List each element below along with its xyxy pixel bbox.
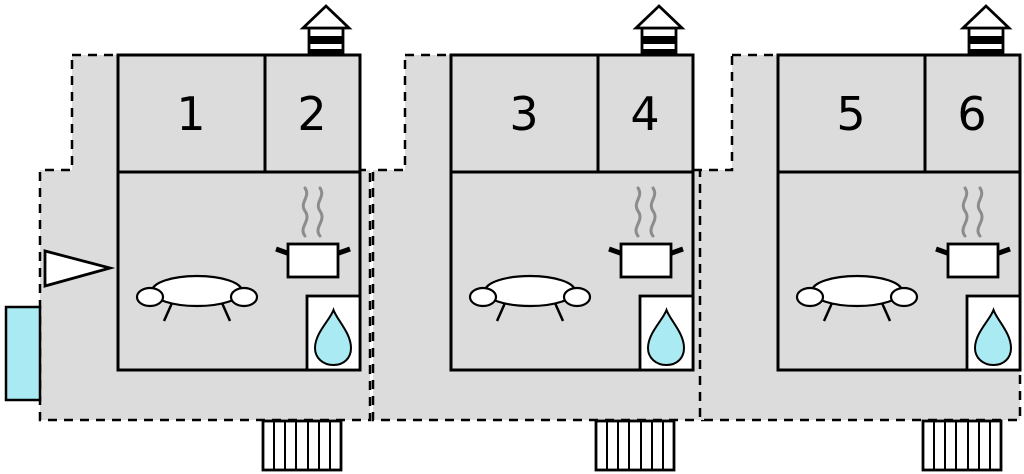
pot-body — [619, 242, 673, 279]
stairs-outline — [594, 419, 676, 472]
sofa-armrest — [562, 286, 592, 308]
chimney-stripe — [309, 36, 343, 44]
building-outline — [776, 53, 1022, 372]
steam-icon — [976, 186, 984, 238]
room-label: 3 — [509, 87, 538, 141]
water-drop-icon — [313, 306, 353, 367]
sofa-leg — [880, 302, 892, 322]
sofa-icon — [135, 274, 259, 322]
room-label: 2 — [297, 87, 326, 141]
chimney-roof — [959, 4, 1013, 30]
sofa-body — [810, 274, 904, 308]
sofa-armrest — [135, 286, 165, 308]
steam-icon — [316, 186, 324, 238]
sofa-body — [483, 274, 577, 308]
steam-icon — [301, 186, 309, 238]
entrance-arrow-icon — [43, 249, 116, 288]
unit-2: 3 4 — [371, 4, 705, 472]
chimney-stripe — [642, 36, 676, 44]
chimney-roof — [299, 4, 353, 30]
sofa-leg — [495, 302, 507, 322]
room-label: 6 — [957, 87, 986, 141]
chimney-stripe — [309, 49, 343, 55]
pot-body — [946, 242, 1000, 279]
cooking-pot-icon — [275, 186, 351, 279]
chimney-icon — [299, 4, 353, 57]
sofa-leg — [220, 302, 232, 322]
bathroom — [638, 294, 695, 372]
sofa-leg — [822, 302, 834, 322]
sofa-armrest — [229, 286, 259, 308]
room-label: 1 — [176, 87, 205, 141]
cooking-pot-icon — [935, 186, 1011, 279]
bathroom — [965, 294, 1022, 372]
building-outline — [116, 53, 362, 372]
chimney-stripe — [969, 36, 1003, 44]
chimney-icon — [959, 4, 1013, 57]
stairs-icon — [921, 419, 1003, 472]
room-label: 5 — [836, 87, 865, 141]
room-label: 4 — [630, 87, 659, 141]
sofa-body — [150, 274, 244, 308]
unit-3: 5 6 — [698, 4, 1022, 472]
stairs-icon — [261, 419, 343, 472]
pot-body — [286, 242, 340, 279]
sofa-icon — [468, 274, 592, 322]
unit-1: 1 2 — [38, 4, 372, 472]
cooking-pot-icon — [608, 186, 684, 279]
sofa-leg — [162, 302, 174, 322]
chimney-roof — [632, 4, 686, 30]
chimney-stripe — [969, 49, 1003, 55]
sofa-leg — [553, 302, 565, 322]
steam-icon — [961, 186, 969, 238]
steam-icon — [649, 186, 657, 238]
sofa-armrest — [795, 286, 825, 308]
water-drop-icon — [973, 306, 1013, 367]
steam-icon — [634, 186, 642, 238]
building-outline — [449, 53, 695, 372]
water-drop-icon — [646, 306, 686, 367]
stairs-icon — [594, 419, 676, 472]
sofa-armrest — [889, 286, 919, 308]
sofa-icon — [795, 274, 919, 322]
chimney-stripe — [642, 49, 676, 55]
stairs-outline — [261, 419, 343, 472]
sofa-armrest — [468, 286, 498, 308]
stairs-outline — [921, 419, 1003, 472]
bathroom — [305, 294, 362, 372]
water-feature — [4, 305, 42, 402]
chimney-icon — [632, 4, 686, 57]
